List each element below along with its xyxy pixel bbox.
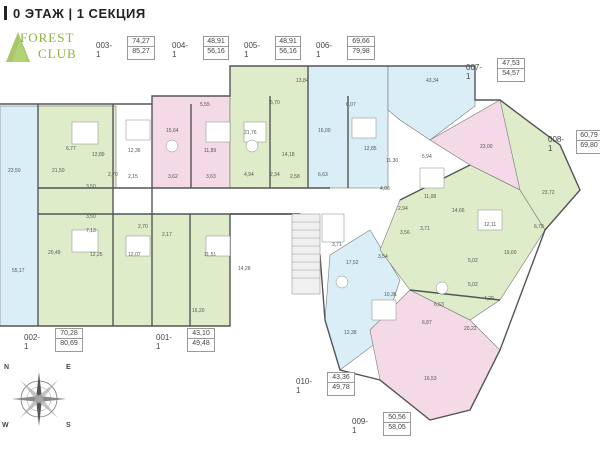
room-area-label: 2,17 bbox=[162, 232, 172, 238]
room-area-label: 3,56 bbox=[400, 230, 410, 236]
room-area-label: 23,72 bbox=[542, 190, 555, 196]
room-area-label: 21,76 bbox=[244, 130, 257, 136]
room-area-label: 12,11 bbox=[484, 222, 496, 228]
room-area-label: 3,71 bbox=[420, 226, 430, 232]
room-area-label: 16,20 bbox=[192, 308, 205, 314]
room-area-label: 3,54 bbox=[378, 254, 388, 260]
room-area-label: 10,36 bbox=[384, 292, 397, 298]
room-area-label: 4,94 bbox=[244, 172, 254, 178]
room-area-label: 16,00 bbox=[318, 128, 331, 134]
logo-text-forest: FOREST bbox=[20, 30, 75, 45]
compass-rose-icon: N E S W bbox=[2, 364, 71, 430]
room-area-label: 12,85 bbox=[364, 146, 377, 152]
room-area-label: 43,34 bbox=[426, 78, 439, 84]
compass-n: N bbox=[4, 364, 10, 371]
room-area-label: 5,70 bbox=[270, 100, 280, 106]
logo-text-club: CLUB bbox=[38, 46, 77, 61]
apartment-003-1-block bbox=[0, 105, 39, 327]
apartment-001-block-green bbox=[112, 213, 153, 327]
compass-s: S bbox=[66, 422, 71, 429]
room-area-label: 4,06 bbox=[380, 186, 390, 192]
stair-core bbox=[291, 213, 345, 295]
room-area-label: 2,94 bbox=[398, 206, 408, 212]
room-area-label: 12,38 bbox=[344, 330, 357, 336]
room-area-label: 3,62 bbox=[168, 174, 178, 180]
compass-e: E bbox=[66, 364, 71, 371]
page-title: 0 ЭТАЖ | 1 СЕКЦИЯ bbox=[4, 6, 146, 21]
compass-w: W bbox=[2, 422, 9, 429]
apartment-003-1-area bbox=[37, 105, 117, 189]
room-area-label: 14,28 bbox=[238, 266, 251, 272]
room-area-label: 12,36 bbox=[128, 148, 141, 154]
room-area-label: 2,70 bbox=[138, 224, 148, 230]
room-area-label: 4,29 bbox=[484, 296, 494, 302]
room-area-label: 2,34 bbox=[270, 172, 280, 178]
apartment-001-1-area bbox=[151, 213, 231, 327]
room-area-label: 3,63 bbox=[206, 174, 216, 180]
room-area-label: 6,63 bbox=[434, 302, 444, 308]
room-area-label: 2,15 bbox=[128, 174, 138, 180]
room-area-label: 14,18 bbox=[282, 152, 295, 158]
room-area-label: 7,13 bbox=[86, 228, 96, 234]
room-area-label: 2,70 bbox=[108, 172, 118, 178]
room-area-label: 5,94 bbox=[422, 154, 432, 160]
room-area-label: 2,58 bbox=[290, 174, 300, 180]
room-area-label: 20,49 bbox=[48, 250, 61, 256]
room-area-label: 23,00 bbox=[480, 144, 493, 150]
room-area-label: 55,17 bbox=[12, 268, 25, 274]
room-area-label: 19,60 bbox=[504, 250, 517, 256]
furniture bbox=[71, 117, 503, 321]
room-area-label: 13,84 bbox=[296, 78, 309, 84]
room-area-label: 11,08 bbox=[424, 194, 436, 200]
forest-club-logo: FOREST CLUB bbox=[4, 28, 77, 66]
room-area-label: 17,52 bbox=[346, 260, 359, 266]
room-area-label: 12,89 bbox=[92, 152, 105, 158]
apartment-005-1-area bbox=[229, 65, 309, 189]
room-area-label: 6,63 bbox=[318, 172, 328, 178]
room-area-label: 6,77 bbox=[66, 146, 76, 152]
room-area-label: 5,02 bbox=[468, 258, 478, 264]
room-area-label: 12,25 bbox=[90, 252, 103, 258]
room-area-label: 3,50 bbox=[86, 214, 96, 220]
room-area-label: 5,02 bbox=[468, 282, 478, 288]
room-area-label: 12,07 bbox=[128, 252, 141, 258]
room-area-label: 11,89 bbox=[204, 148, 216, 154]
room-area-label: 6,78 bbox=[534, 224, 544, 230]
room-area-label: 16,53 bbox=[424, 376, 437, 382]
room-area-label: 5,55 bbox=[200, 102, 210, 108]
room-area-label: 20,22 bbox=[464, 326, 477, 332]
room-area-label: 15,64 bbox=[166, 128, 179, 134]
tree-logo-icon bbox=[6, 32, 30, 62]
room-area-label: 11,30 bbox=[386, 158, 398, 164]
room-area-label: 6,87 bbox=[422, 320, 432, 326]
room-area-label: 21,50 bbox=[52, 168, 65, 174]
room-area-label: 6,07 bbox=[346, 102, 356, 108]
room-area-label: 3,50 bbox=[86, 184, 96, 190]
room-area-label: 3,71 bbox=[332, 242, 342, 248]
room-area-label: 11,51 bbox=[204, 252, 216, 258]
room-area-label: 23,50 bbox=[8, 168, 21, 174]
room-area-label: 14,66 bbox=[452, 208, 465, 214]
